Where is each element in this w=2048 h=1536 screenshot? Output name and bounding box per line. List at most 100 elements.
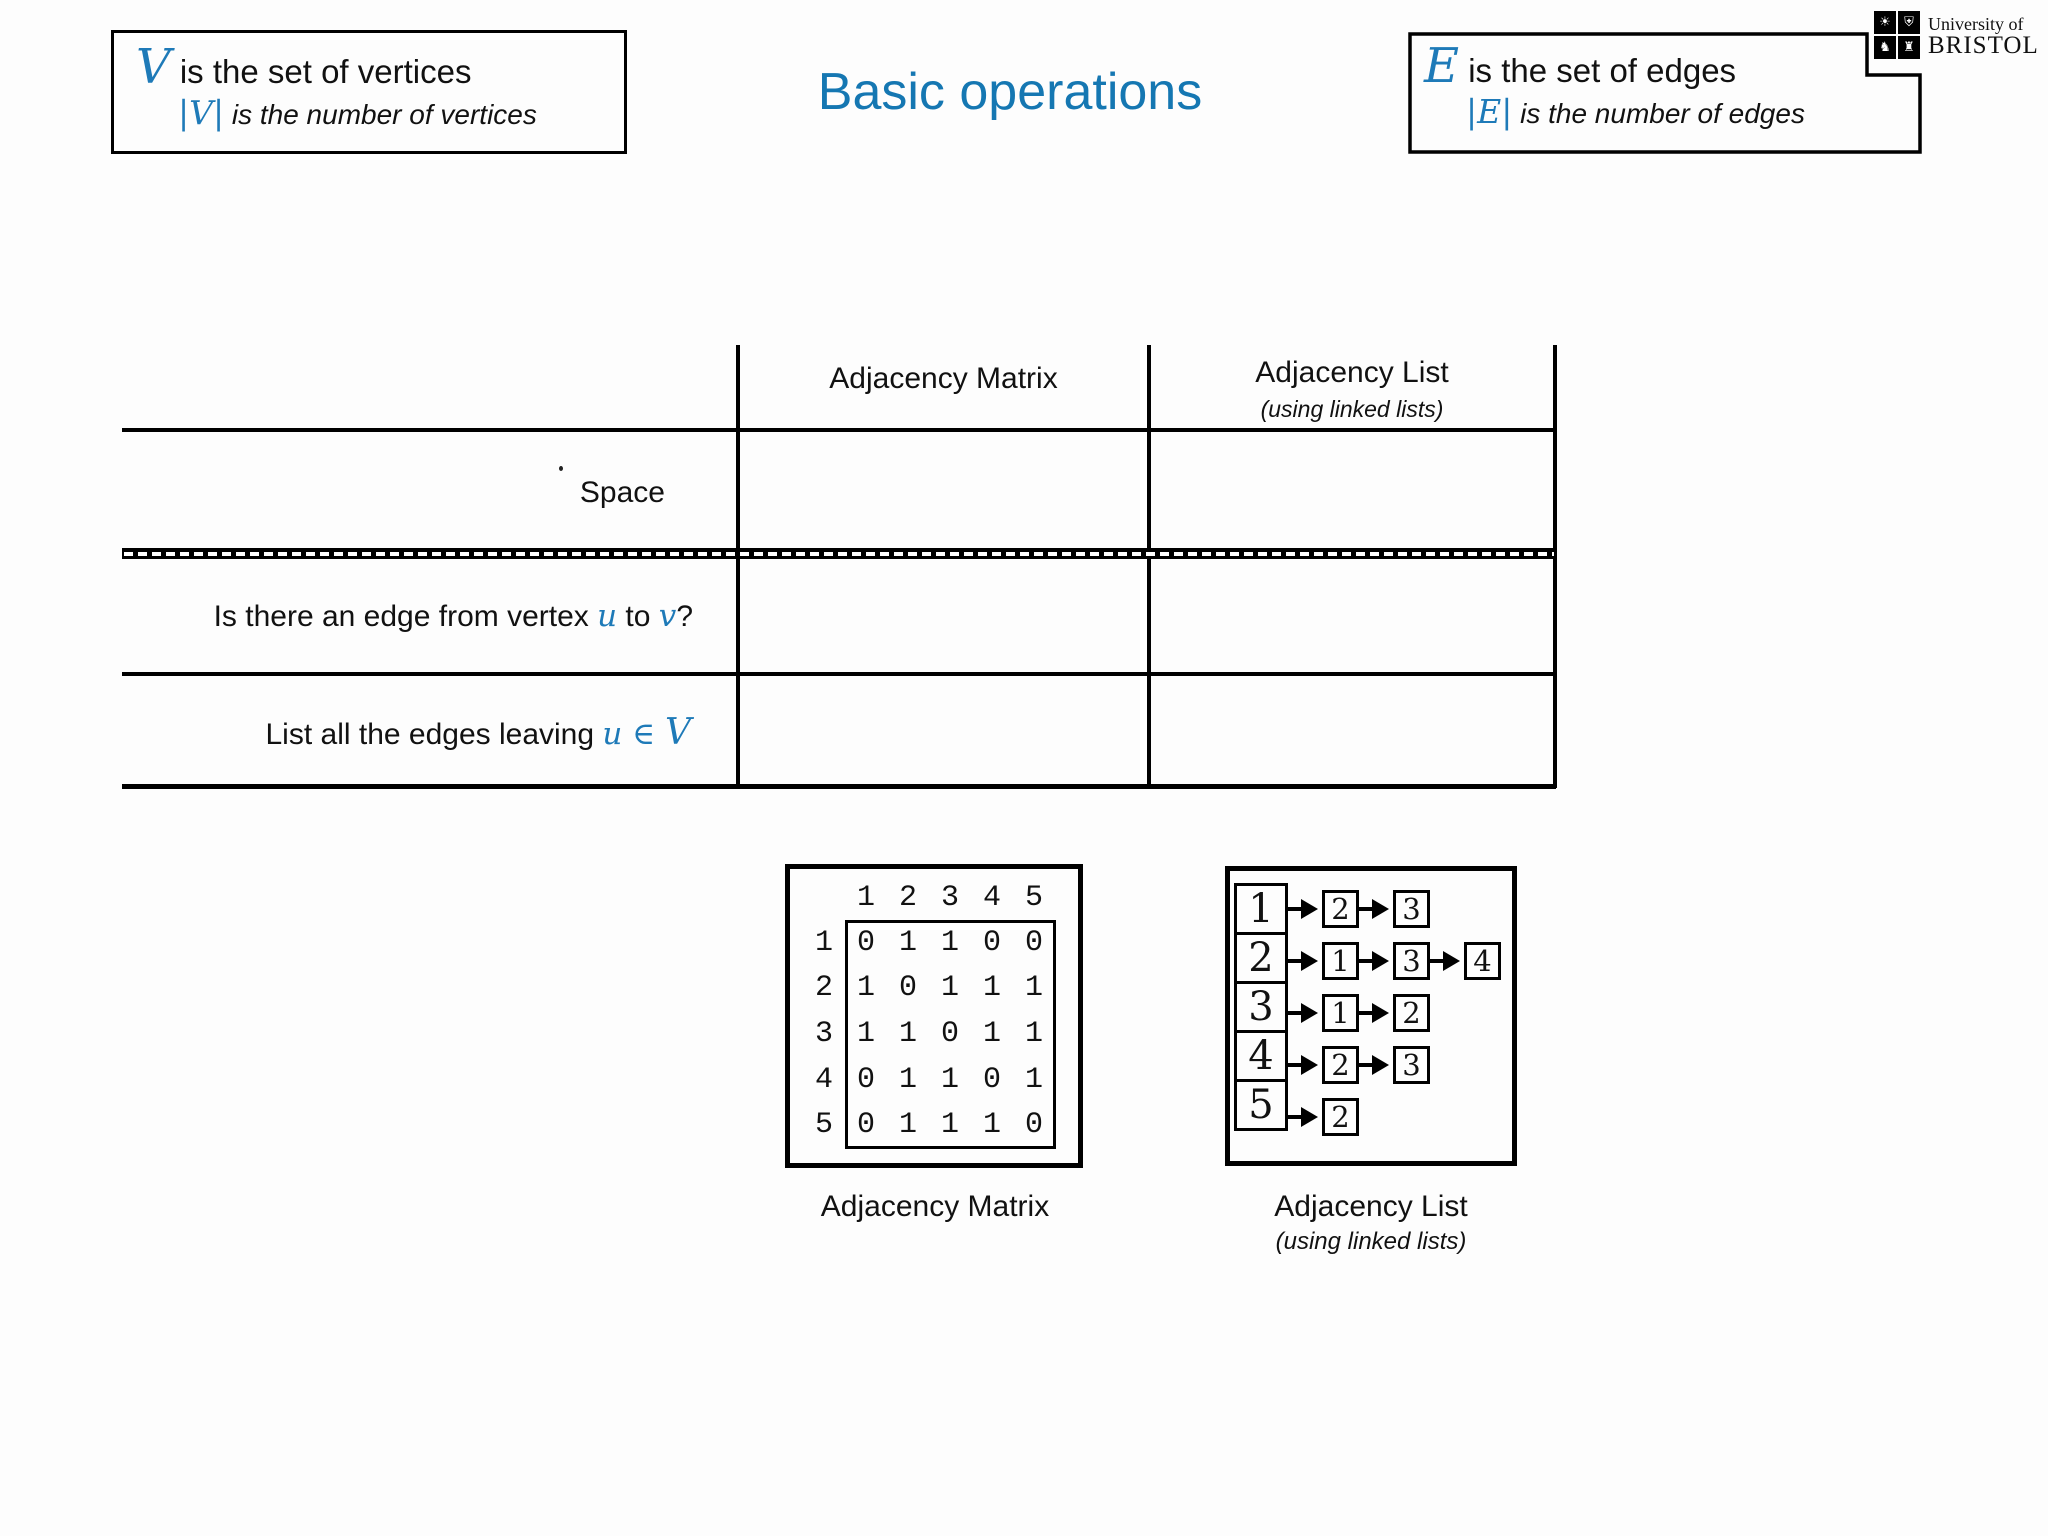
- table-row-label-edge-query: Is there an edge from vertex u to v?: [122, 598, 737, 634]
- am-col-header: 2: [898, 880, 917, 915]
- adjacency-matrix-caption: Adjacency Matrix: [820, 1190, 1050, 1223]
- am-cell: 1: [982, 971, 1001, 1006]
- am-cell: 0: [898, 971, 917, 1006]
- arrow-right-icon: [1359, 899, 1393, 919]
- table-row-label-space: Space: [579, 476, 665, 509]
- al-head-cell: 2: [1234, 932, 1288, 984]
- adjacency-matrix-figure: 1 2 3 4 5 1 0 1 1 0 0 2 1 0 1 1 1 3 1 1 …: [785, 864, 1083, 1168]
- table-col-header-adjacency-matrix: Adjacency Matrix: [829, 362, 1058, 395]
- am-cell: 1: [898, 1108, 917, 1143]
- math-symbol-V: V: [136, 39, 171, 95]
- table-col-header-adjacency-list: Adjacency List: [1255, 356, 1449, 389]
- crest-horse-icon: ♞: [1874, 36, 1896, 59]
- adjacency-matrix-grid: 1 2 3 4 5 1 0 1 1 0 0 2 1 0 1 1 1 3 1 1 …: [803, 875, 1055, 1148]
- adjacency-list-caption: Adjacency List: [1274, 1190, 1468, 1223]
- am-cell: 1: [1024, 1016, 1043, 1051]
- adjacency-list-row-2: 1 3 4: [1288, 942, 1501, 980]
- math-symbol-E: E: [1424, 38, 1460, 94]
- math-symbol-V-set: V: [665, 712, 691, 753]
- am-corner: [803, 875, 845, 920]
- am-cell: 1: [856, 971, 875, 1006]
- am-cell: 0: [1024, 925, 1043, 960]
- adjacency-list-row-1: 2 3: [1288, 890, 1430, 928]
- am-cell: 0: [1024, 1108, 1043, 1143]
- am-cell: 0: [856, 925, 875, 960]
- arrow-right-icon: [1430, 951, 1464, 971]
- vertices-definition-line1: V is the set of vertices: [136, 43, 624, 91]
- adjacency-matrix-inner-border: [845, 920, 1056, 1149]
- math-symbol-card-V: |V|: [178, 93, 225, 132]
- arrow-right-icon: [1288, 899, 1322, 919]
- arrow-right-icon: [1359, 1055, 1393, 1075]
- vertices-cardinality-line: |V| is the number of vertices: [178, 93, 624, 132]
- al-node: 1: [1322, 942, 1359, 980]
- university-logo-text: University of BRISTOL: [1928, 15, 2039, 58]
- stray-dot: [559, 466, 563, 471]
- edge-query-post: ?: [676, 600, 693, 633]
- am-cell: 0: [982, 1062, 1001, 1097]
- am-cell: 0: [856, 1108, 875, 1143]
- al-node: 2: [1393, 994, 1430, 1032]
- am-col-header: 5: [1024, 880, 1043, 915]
- math-symbol-u: u: [597, 598, 618, 634]
- am-cell: 1: [940, 925, 959, 960]
- al-head-cell: 4: [1234, 1030, 1288, 1082]
- am-col-header: 1: [856, 880, 875, 915]
- list-edges-text: List all the edges leaving: [265, 718, 603, 751]
- university-crest-icon: ☀ ⛨ ♞ ♜: [1874, 11, 1922, 61]
- am-cell: 0: [856, 1062, 875, 1097]
- university-logo-line1: University of: [1928, 13, 2024, 34]
- arrow-right-icon: [1288, 1055, 1322, 1075]
- al-head-cell: 5: [1234, 1079, 1288, 1131]
- am-cell: 1: [1024, 971, 1043, 1006]
- adjacency-list-row-4: 2 3: [1288, 1046, 1430, 1084]
- al-node: 3: [1393, 942, 1430, 980]
- am-row-label: 3: [814, 1016, 833, 1051]
- edges-definition-text: is the set of edges: [1459, 52, 1737, 89]
- table-divider-col1: [736, 345, 740, 788]
- edges-box-outline: [1408, 32, 1922, 154]
- am-cell: 1: [898, 925, 917, 960]
- math-element-of-icon: ∈: [622, 716, 665, 752]
- arrow-right-icon: [1288, 1107, 1322, 1127]
- am-cell: 1: [940, 1062, 959, 1097]
- arrow-right-icon: [1288, 1003, 1322, 1023]
- vertices-definition-text: is the set of vertices: [170, 53, 472, 90]
- arrow-right-icon: [1359, 1003, 1393, 1023]
- am-cell: 1: [940, 971, 959, 1006]
- am-col-header: 4: [982, 880, 1001, 915]
- al-node: 2: [1322, 890, 1359, 928]
- am-cell: 1: [940, 1108, 959, 1143]
- crest-sun-icon: ☀: [1874, 11, 1896, 34]
- am-cell: 1: [982, 1108, 1001, 1143]
- page-title: Basic operations: [817, 63, 1203, 121]
- al-node: 4: [1464, 942, 1501, 980]
- al-node: 3: [1393, 1046, 1430, 1084]
- arrow-right-icon: [1288, 951, 1322, 971]
- al-node: 1: [1322, 994, 1359, 1032]
- am-row-label: 1: [814, 925, 833, 960]
- table-dashed-rule: [122, 548, 1556, 559]
- table-right-border: [1553, 345, 1557, 788]
- adjacency-list-row-5: 2: [1288, 1098, 1359, 1136]
- am-row-label: 2: [814, 971, 833, 1006]
- table-mid-rule: [122, 672, 1556, 676]
- crest-ship-icon: ⛨: [1898, 11, 1920, 34]
- edges-definition-content: E is the set of edges |E| is the number …: [1424, 42, 1805, 131]
- adjacency-list-figure: 1 2 3 4 5 2 3 1 3 4 1 2 2: [1225, 866, 1517, 1166]
- vertices-definition-box: V is the set of vertices |V| is the numb…: [111, 30, 627, 154]
- al-head-cell: 3: [1234, 981, 1288, 1033]
- table-row-label-list-edges: List all the edges leaving u ∈ V: [122, 712, 737, 753]
- al-node: 2: [1322, 1046, 1359, 1084]
- am-cell: 1: [856, 1016, 875, 1051]
- am-cell: 0: [982, 925, 1001, 960]
- adjacency-list-caption-sub: (using linked lists): [1275, 1228, 1467, 1255]
- am-cell: 1: [898, 1062, 917, 1097]
- am-row-label: 4: [814, 1062, 833, 1097]
- math-symbol-card-E: |E|: [1466, 92, 1513, 131]
- al-node: 2: [1322, 1098, 1359, 1136]
- al-node: 3: [1393, 890, 1430, 928]
- table-header-rule: [122, 428, 1556, 432]
- university-logo-line2: BRISTOL: [1928, 31, 2039, 59]
